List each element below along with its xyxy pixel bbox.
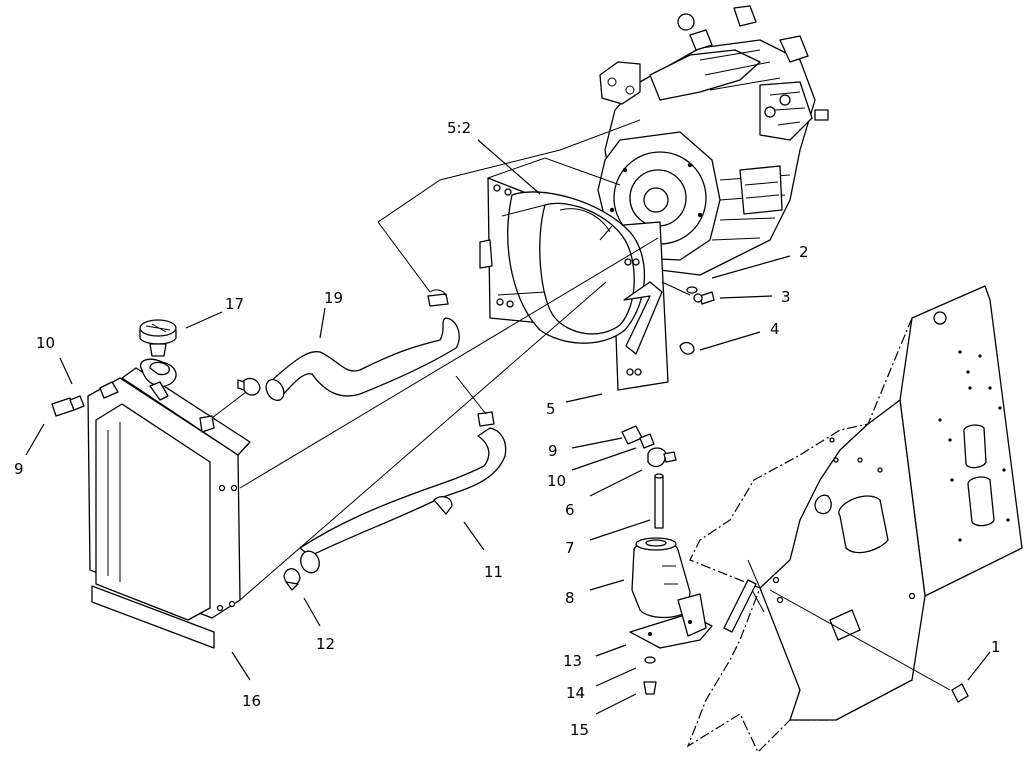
callout-16: 16: [242, 692, 261, 710]
engine: [597, 5, 829, 276]
callout-10-left: 10: [36, 334, 55, 352]
callout-14: 14: [566, 684, 585, 702]
callout-15: 15: [570, 721, 589, 739]
callout-10-mid: 10: [547, 472, 566, 490]
callout-5-2: 5:2: [447, 119, 471, 137]
callout-1: 1: [991, 638, 1001, 656]
hose-clamp-lower: [283, 568, 301, 591]
callout-19: 19: [324, 289, 343, 307]
callout-3: 3: [781, 288, 791, 306]
radiator-cap: [139, 319, 177, 357]
callout-4: 4: [770, 320, 780, 338]
lower-radiator-hose: [299, 375, 507, 574]
overflow-assembly: [621, 425, 713, 695]
callout-12: 12: [316, 635, 335, 653]
drain-plug-left: [51, 395, 85, 417]
shroud-hardware: [661, 281, 715, 355]
callout-11: 11: [484, 563, 503, 581]
callout-8: 8: [565, 589, 575, 607]
callout-7: 7: [565, 539, 575, 557]
callout-17: 17: [225, 295, 244, 313]
callout-labels: 5:2 2 3 4 5 17 19 10 9 9 10 6 7 8 11 12 …: [14, 119, 1001, 739]
fan-shroud: [239, 119, 669, 601]
callout-9-mid: 9: [548, 442, 558, 460]
upper-radiator-hose: [265, 289, 460, 401]
callout-5: 5: [546, 400, 556, 418]
callout-13: 13: [563, 652, 582, 670]
hose-clamp-upper: [237, 377, 261, 396]
frame-panel: [686, 285, 1023, 754]
leader-lines: [25, 139, 991, 715]
radiator: [87, 358, 251, 649]
callout-2: 2: [799, 243, 809, 261]
callout-9-left: 9: [14, 460, 24, 478]
callout-6: 6: [565, 501, 575, 519]
